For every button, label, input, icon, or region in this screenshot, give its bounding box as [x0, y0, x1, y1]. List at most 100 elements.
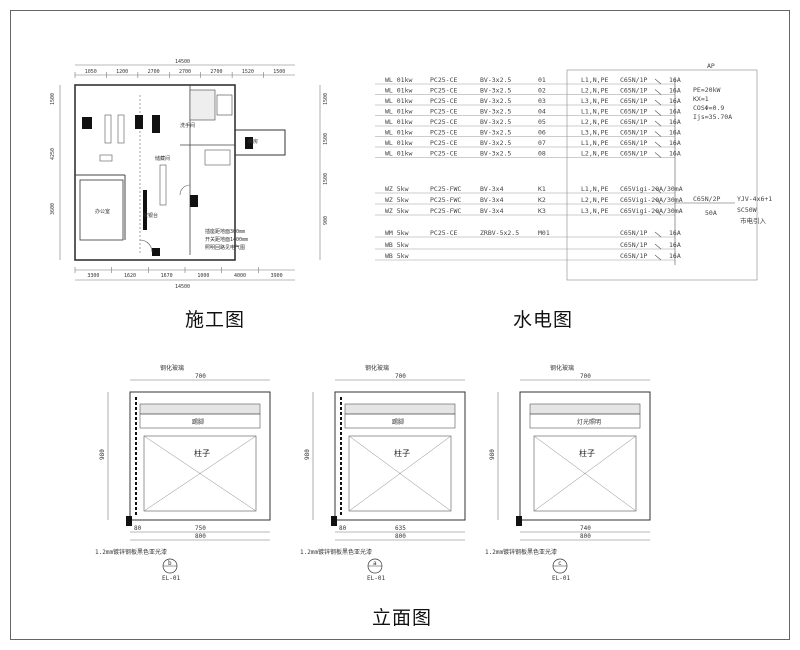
elevation-top-label: 钢化玻璃: [550, 364, 574, 372]
elevation-inner-label: 柱子: [394, 448, 410, 458]
circuit-wire: BV-3x2.5: [480, 76, 511, 84]
dimension-total: 14500: [175, 284, 190, 290]
circuit-breaker: C65Vigi-20A/30mA: [620, 196, 683, 204]
circuit-load: WL 01kw: [385, 118, 412, 126]
circuit-breaker: C65N/1P: [620, 241, 647, 249]
caption-plan: 施工图: [185, 309, 246, 331]
restroom-fixtures: [189, 89, 216, 121]
section-marker-id: b: [168, 560, 172, 567]
dimension-label: 1500: [323, 133, 329, 145]
circuit-phase: L1,N,PE: [581, 76, 608, 84]
circuit-pipe: PC25-CE: [430, 76, 457, 84]
storage-room-wall: [234, 129, 286, 156]
room-label-restroom: 洗手间: [180, 122, 195, 129]
circuit-number: 05: [538, 118, 546, 126]
dimension-label: 1500: [273, 69, 285, 75]
plan-note: 照明回路见电气图: [205, 244, 245, 251]
plan-note: 开关距地面1400mm: [205, 236, 248, 243]
drawing-frame: [10, 10, 790, 640]
outer-wall: [74, 84, 236, 261]
elevation-bottom-dim: 635: [395, 525, 406, 532]
circuit-phase: L1,N,PE: [581, 108, 608, 116]
circuit-wire: BV-3x2.5: [480, 139, 511, 147]
plan-note: 插座距地面300mm: [205, 228, 245, 235]
dimension-label: 3900: [271, 273, 283, 279]
dimension-label: 2700: [210, 69, 222, 75]
circuit-pipe: PC25-FWC: [430, 185, 461, 193]
elevation-height-dim: 980: [489, 449, 496, 460]
circuit-wire: BV-3x4: [480, 185, 504, 193]
room-label-storage: 库房: [248, 138, 258, 145]
circuit-wire: BV-3x2.5: [480, 129, 511, 137]
incoming-note: SC50W: [737, 206, 757, 214]
circuit-number: K1: [538, 185, 546, 193]
circuit-load: WM 5kw: [385, 229, 409, 237]
elevation-top-label: 钢化玻璃: [160, 364, 184, 372]
elevation-top-label: 钢化玻璃: [365, 364, 389, 372]
distribution-box-outline: [566, 69, 758, 281]
elevation-note: 1.2mm镀锌钢板黑色亚光漆: [300, 548, 372, 556]
elevation-band-label: 踢脚: [192, 418, 204, 426]
circuit-number: 08: [538, 150, 546, 158]
room-label-office: 办公室: [95, 208, 110, 215]
circuit-load: WZ 5kw: [385, 196, 409, 204]
dimension-label: 4250: [50, 148, 56, 160]
elevation-top-dim: 700: [580, 373, 591, 380]
circuit-breaker: C65Vigi-20A/30mA: [620, 207, 683, 215]
circuit-breaker: C65N/1P: [620, 252, 647, 260]
column-block: [143, 190, 147, 230]
circuit-number: M01: [538, 229, 550, 237]
circuit-phase: L2,N,PE: [581, 87, 608, 95]
circuit-number: 07: [538, 139, 546, 147]
elevation-note: 1.2mm镀锌钢板黑色亚光漆: [95, 548, 167, 556]
section-marker-ref: EL-01: [162, 575, 180, 582]
column-block: [152, 248, 160, 256]
spec-text: PE=20kW: [693, 86, 720, 94]
dimension-label: 900: [323, 216, 329, 225]
main-breaker-amp: 50A: [705, 209, 717, 217]
elevation-top-dim: 700: [395, 373, 406, 380]
room-label-cashier: 收银台: [143, 212, 158, 219]
dimension-label: 1620: [124, 273, 136, 279]
circuit-pipe: PC25-CE: [430, 150, 457, 158]
circuit-pipe: PC25-FWC: [430, 196, 461, 204]
dimension-label: 1050: [85, 69, 97, 75]
elevation-top-dim: 700: [195, 373, 206, 380]
dimension-label: 3300: [87, 273, 99, 279]
circuit-load: WB 5kw: [385, 252, 409, 260]
circuit-breaker: C65N/1P: [620, 118, 647, 126]
circuit-phase: L1,N,PE: [581, 139, 608, 147]
circuit-number: 06: [538, 129, 546, 137]
elevation-total-dim: 800: [195, 533, 206, 540]
elevation-bottom-dim: 80: [339, 525, 347, 532]
elevation-height-dim: 980: [99, 449, 106, 460]
circuit-number: 02: [538, 87, 546, 95]
circuit-breaker: C65N/1P: [620, 108, 647, 116]
circuit-number: K2: [538, 196, 546, 204]
circuit-breaker: C65N/1P: [620, 139, 647, 147]
dimension-label: 2700: [179, 69, 191, 75]
column-block: [82, 117, 92, 129]
elevation-band-label: 踢脚: [392, 418, 404, 426]
dimension-label: 1000: [197, 273, 209, 279]
dimension-label: 2700: [148, 69, 160, 75]
cabinet-outline: [519, 391, 651, 521]
elevation-band-label: 灯光照明: [577, 418, 601, 426]
circuit-load: WL 01kw: [385, 108, 412, 116]
circuit-phase: L2,N,PE: [581, 150, 608, 158]
caption-elevation: 立面图: [372, 607, 433, 629]
circuit-phase: L3,N,PE: [581, 97, 608, 105]
circuit-wire: BV-3x2.5: [480, 150, 511, 158]
elevation-bottom-dim: 80: [134, 525, 142, 532]
spec-text: COSΦ=0.9: [693, 104, 724, 112]
office-room: [79, 179, 124, 241]
distribution-box-label: AP: [707, 62, 715, 70]
circuit-wire: BV-3x2.5: [480, 108, 511, 116]
circuit-breaker: C65Vigi-20A/30mA: [620, 185, 683, 193]
column-block: [245, 137, 253, 149]
room-label-storeroom: 储藏间: [155, 155, 170, 162]
circuit-load: WL 01kw: [385, 87, 412, 95]
section-marker-id: c: [558, 560, 562, 567]
circuit-pipe: PC25-CE: [430, 118, 457, 126]
